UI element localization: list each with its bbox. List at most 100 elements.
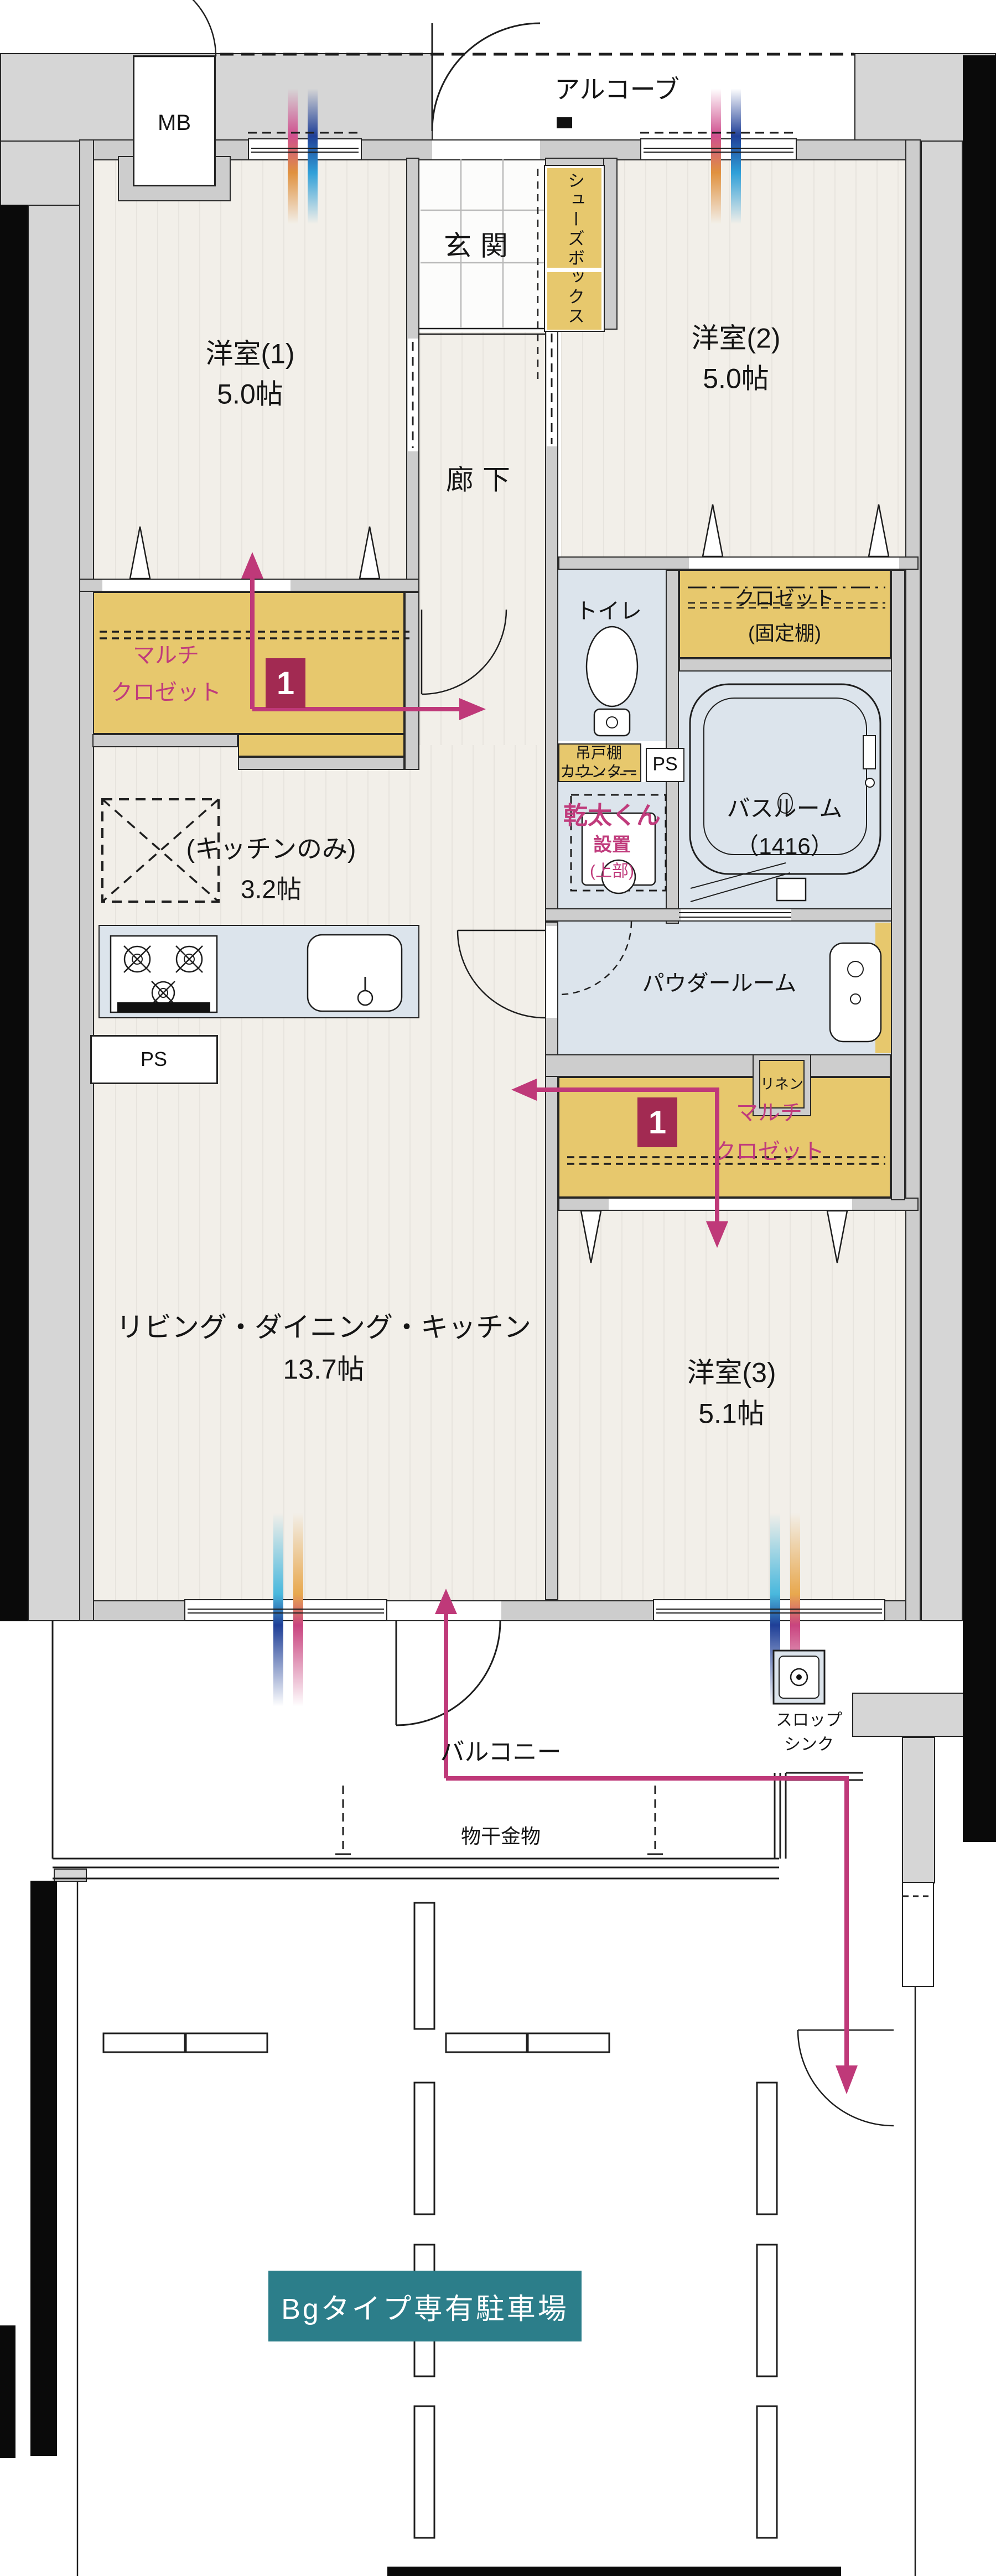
genkan-label: 玄関	[444, 230, 517, 262]
shoebox-lower	[547, 272, 601, 330]
parking-label-box: Bgタイプ専有駐車場	[268, 2271, 582, 2341]
stripe-warm-room1	[288, 89, 298, 224]
window-ldk	[184, 1599, 387, 1621]
multi-closet-left-label1: マルチ	[133, 643, 199, 668]
ldk-label2: 13.7帖	[283, 1354, 365, 1385]
kanta-label3: (上部)	[590, 862, 634, 881]
parking-lines	[76, 1881, 933, 2576]
room3-size: 5.1帖	[698, 1398, 765, 1429]
opening-room2-pocket	[547, 331, 557, 446]
balcony-door	[395, 1621, 501, 1726]
common-band-right	[921, 140, 963, 1621]
closet-fixed-label2: (固定棚)	[748, 622, 821, 645]
window-room1	[248, 138, 362, 160]
closet-fixed-shelf	[679, 570, 891, 658]
stripe-cool-ldk	[273, 1513, 283, 1706]
wall-shoebox-room2	[603, 158, 618, 330]
multi-closet-right-label2: クロゼット	[714, 1139, 824, 1164]
wall-ldk-east	[545, 922, 558, 1600]
opening-powder-door	[546, 926, 557, 1018]
storage-marker-1-left: 1	[266, 658, 305, 708]
room2-size: 5.0帖	[703, 363, 769, 394]
room2-floor	[561, 158, 905, 556]
multi-closet-right-label1: マルチ	[736, 1101, 802, 1125]
powder-room-label: パウダールーム	[642, 971, 797, 996]
room1-name: 洋室(1)	[205, 338, 295, 370]
ldk-floor	[94, 745, 545, 1600]
multi-closet-right	[558, 1077, 891, 1198]
structure-wall-left	[0, 205, 28, 1621]
bathroom-floor	[679, 672, 891, 908]
parking-dividers	[102, 1902, 778, 2539]
balcony-wall-return-stem	[902, 1737, 935, 1883]
opening-closetL-bifold	[102, 580, 290, 591]
laundry-hardware-label: 物干金物	[460, 1825, 541, 1848]
room1-size: 5.0帖	[217, 378, 283, 410]
wall-closetL-bottom1	[92, 734, 238, 747]
kanta-label1: 乾太くん	[563, 802, 661, 829]
ps-upper-label: PS	[652, 753, 678, 775]
wall-east	[905, 139, 921, 1621]
corridor-floor	[419, 332, 545, 745]
hanging-cabinet-counter	[558, 743, 641, 782]
slop-sink-label2: シンク	[784, 1735, 834, 1754]
toilet-label: トイレ	[575, 599, 642, 623]
kanta-label2: 設置	[593, 834, 631, 856]
route-balcony-parking	[446, 1776, 849, 2069]
parking-gate-door	[797, 2029, 894, 2127]
wall-closetL-corridor	[404, 592, 419, 770]
opening-entrance	[432, 140, 540, 159]
opening-bath-door	[681, 909, 791, 920]
opening-closetR-bifold	[609, 1199, 852, 1210]
slop-sink-label1: スロップ	[776, 1711, 842, 1730]
room3-floor	[558, 1211, 905, 1600]
wall-toilet-bath	[666, 570, 679, 924]
opening-balcony-door	[387, 1601, 501, 1620]
structure-wall-right	[963, 55, 996, 1842]
wall-closet-bath	[679, 658, 905, 672]
kitchen-only-label2: 3.2帖	[241, 875, 302, 904]
stripe-cool-room2	[731, 89, 741, 224]
shoebox-label: シューズボックス	[565, 171, 585, 326]
multi-closet-left-ext	[238, 734, 404, 757]
toilet-floor	[558, 570, 666, 741]
kitchen-only-label1: (キッチンのみ)	[186, 834, 356, 863]
wall-west	[79, 139, 94, 1621]
ps-box-upper	[646, 748, 684, 782]
marker-1-right-text: 1	[648, 1104, 667, 1141]
multi-closet-left-label2: クロゼット	[111, 680, 221, 705]
parking-label-text: Bgタイプ専有駐車場	[281, 2293, 569, 2325]
room1-floor	[94, 158, 406, 579]
stripe-warm-ldk	[293, 1513, 303, 1706]
bathroom-label2: （1416）	[735, 832, 834, 859]
parking-gate-post	[902, 1882, 934, 1987]
ps-box-lower	[90, 1035, 218, 1084]
bathroom-label1: バスルーム	[727, 795, 843, 821]
entrance-door	[431, 22, 541, 132]
mb-door-arc	[134, 0, 217, 58]
stripe-warm-room3	[790, 1513, 800, 1706]
closet-fixed-label1: クロゼット	[734, 587, 835, 610]
storage-marker-1-right: 1	[637, 1097, 677, 1147]
stripe-cool-room1	[308, 89, 318, 224]
wall-closetL-bottom2	[238, 757, 404, 770]
opening-room1-pocket	[408, 339, 418, 451]
room3-name: 洋室(3)	[687, 1357, 776, 1388]
shoebox-upper	[547, 168, 601, 268]
hanging-cabinet-label2: カウンター	[559, 763, 638, 780]
stripe-warm-room2	[711, 89, 721, 224]
window-room3	[653, 1599, 885, 1621]
kitchen-counter	[98, 925, 419, 1018]
ldk-label1: リビング・ダイニング・キッチン	[116, 1312, 531, 1343]
powder-counter-strip	[875, 923, 891, 1053]
opening-closet2-bifold	[689, 558, 899, 569]
structure-edge-bottom-left	[0, 2325, 15, 2458]
room2-name: 洋室(2)	[691, 322, 781, 354]
ps-lower-label: PS	[140, 1048, 168, 1071]
marker-1-left-text: 1	[276, 665, 295, 701]
corridor-label: 廊下	[446, 464, 519, 496]
structure-wall-parking-left	[30, 1881, 57, 2456]
balcony-label: バルコニー	[440, 1738, 562, 1766]
linen-box	[759, 1060, 805, 1109]
